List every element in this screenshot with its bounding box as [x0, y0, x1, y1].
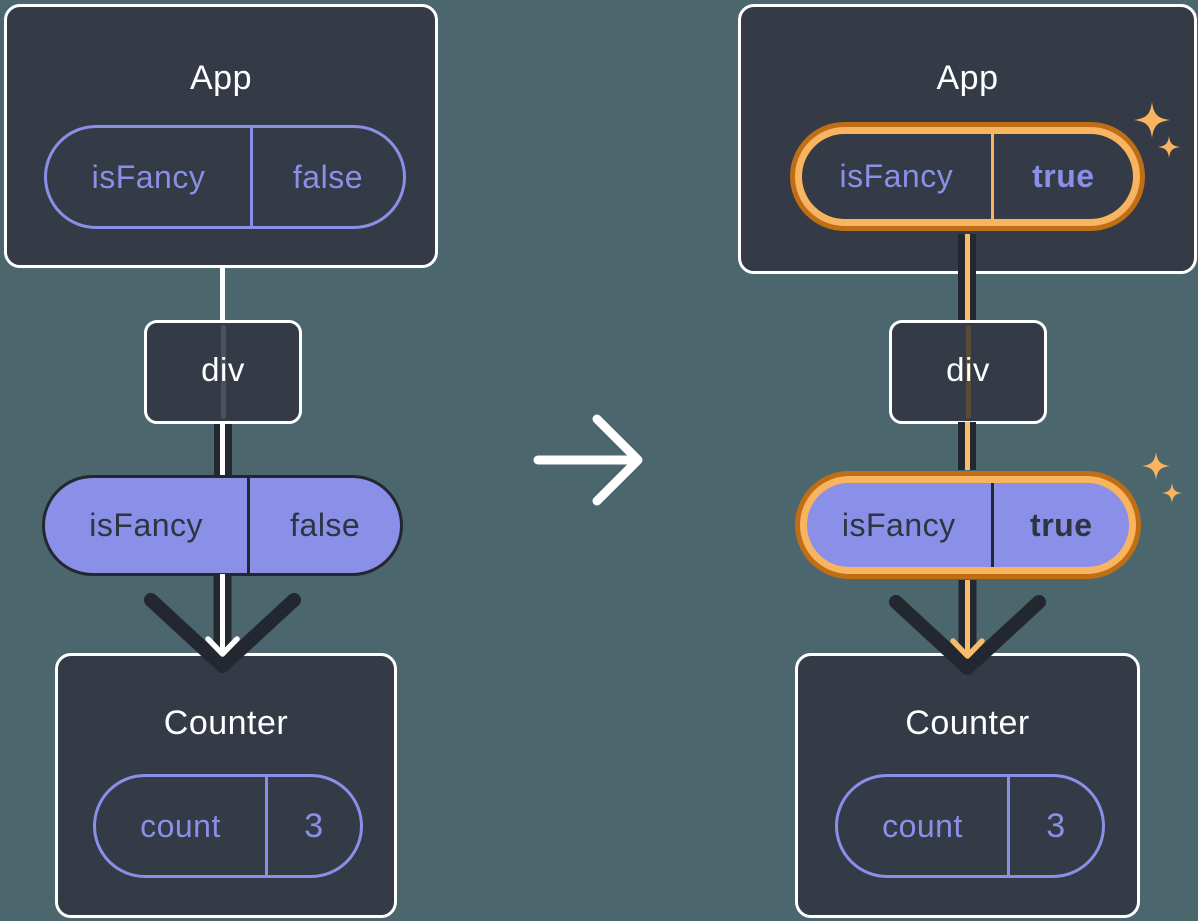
connector-div-to-pill: [220, 422, 225, 478]
prop-arrow-icon: [889, 580, 1046, 675]
state-key: count: [882, 807, 963, 844]
prop-arrow-icon: [144, 574, 301, 673]
component-title: App: [936, 59, 999, 97]
prop-value: false: [290, 507, 361, 543]
pill-divider: [249, 128, 253, 226]
prop-pill: isFancy false: [42, 475, 403, 576]
connector-app-to-div: [220, 266, 225, 324]
counter-component-box: Counter count 3: [795, 653, 1140, 918]
state-pill-highlighted: isFancy true: [795, 127, 1140, 226]
component-title: Counter: [905, 704, 1030, 742]
state-key: count: [140, 807, 221, 844]
state-pill: count 3: [835, 774, 1105, 878]
app-component-box: App isFancy false: [4, 4, 438, 268]
state-key: isFancy: [91, 158, 206, 195]
component-title: App: [190, 59, 252, 97]
div-node-label: div: [201, 351, 245, 388]
state-value: 3: [304, 806, 324, 845]
transition-arrow-icon: [533, 414, 643, 506]
prop-key: isFancy: [841, 506, 956, 543]
pass-through-line: [221, 325, 226, 419]
div-node-box: div: [144, 320, 302, 424]
state-value: true: [1032, 158, 1095, 194]
state-value: false: [292, 158, 363, 195]
prop-key: isFancy: [89, 507, 204, 543]
pill-divider: [247, 478, 251, 573]
sparkle-icon: [1162, 483, 1182, 503]
component-title: Counter: [163, 704, 289, 742]
sparkle-icon: [1134, 102, 1170, 138]
pill-divider: [264, 777, 268, 875]
sparkle-icon: [1142, 452, 1170, 480]
div-node-box: div: [889, 320, 1047, 424]
state-pill: count 3: [93, 774, 363, 878]
connector-div-to-pill: [965, 422, 970, 470]
state-pill: isFancy false: [44, 125, 406, 229]
pass-through-line: [966, 325, 971, 419]
pill-divider: [990, 134, 994, 219]
pill-divider: [1006, 777, 1010, 875]
state-value: 3: [1046, 806, 1066, 845]
sparkle-icon: [1158, 136, 1180, 158]
state-key: isFancy: [839, 158, 954, 194]
prop-value: true: [1030, 506, 1093, 543]
prop-pill-highlighted: isFancy true: [800, 476, 1136, 574]
pill-divider: [990, 483, 994, 567]
counter-component-box: Counter count 3: [55, 653, 397, 918]
div-node-label: div: [946, 351, 990, 388]
connector-app-to-div: [965, 234, 970, 322]
